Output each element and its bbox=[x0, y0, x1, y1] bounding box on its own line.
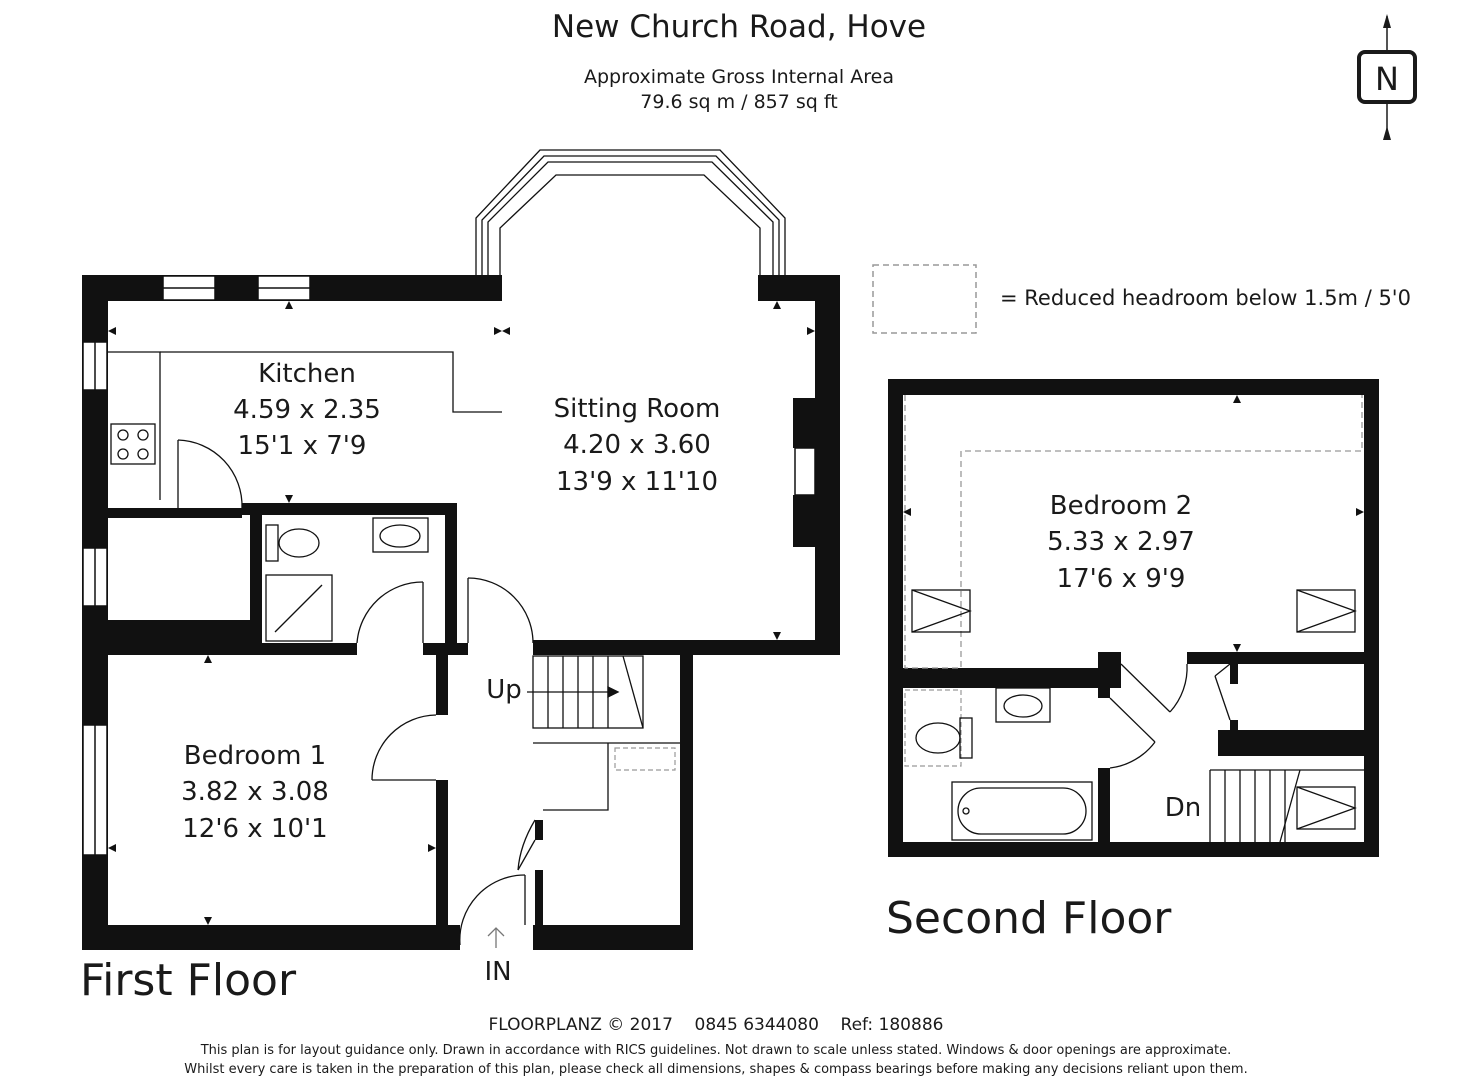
first-floor-plan: Kitchen 4.59 x 2.35 15'1 x 7'9 Sitting R… bbox=[80, 149, 840, 1006]
entrance-label: IN bbox=[484, 957, 511, 987]
kitchen-door bbox=[177, 439, 243, 509]
toilet-icon bbox=[265, 524, 320, 562]
bedroom-2-imperial: 17'6 x 9'9 bbox=[1057, 564, 1186, 594]
area-label: Approximate Gross Internal Area bbox=[584, 66, 894, 88]
second-floor-toilet-icon bbox=[915, 717, 973, 759]
hob-icon bbox=[110, 423, 156, 465]
stairs-up-label: Up bbox=[486, 675, 522, 705]
cupboard-2-door bbox=[1214, 663, 1231, 721]
bathroom-door bbox=[356, 581, 424, 644]
entrance-door bbox=[459, 874, 526, 946]
shower-icon bbox=[265, 574, 333, 642]
second-floor-walls bbox=[888, 379, 1379, 857]
sitting-room-metric: 4.20 x 3.60 bbox=[563, 430, 711, 460]
legend: = Reduced headroom below 1.5m / 5'0 bbox=[872, 264, 1411, 334]
bathroom-headroom-area bbox=[904, 689, 962, 767]
first-floor-windows bbox=[82, 275, 816, 856]
legend-text: = Reduced headroom below 1.5m / 5'0 bbox=[1000, 286, 1411, 310]
entrance-arrow-icon bbox=[487, 927, 505, 948]
second-floor-bathroom-door bbox=[1109, 697, 1156, 769]
footer-credit: FLOORPLANZ © 2017 0845 6344080 Ref: 1808… bbox=[489, 1015, 944, 1035]
cupboard-door bbox=[517, 819, 536, 871]
footer-disclaimer-1: This plan is for layout guidance only. D… bbox=[200, 1043, 1232, 1058]
bedroom-2-metric: 5.33 x 2.97 bbox=[1047, 527, 1195, 557]
second-floor-basin-icon bbox=[995, 687, 1051, 723]
kitchen-name: Kitchen bbox=[258, 359, 356, 389]
second-floor-label: Second Floor bbox=[886, 893, 1172, 944]
second-floor-dimension-markers bbox=[903, 395, 1364, 652]
bedroom-1-name: Bedroom 1 bbox=[184, 741, 326, 771]
bedroom-1-imperial: 12'6 x 10'1 bbox=[182, 814, 327, 844]
plan-title: New Church Road, Hove bbox=[552, 9, 926, 45]
bay-window bbox=[475, 149, 786, 275]
bedroom-2-name: Bedroom 2 bbox=[1050, 491, 1192, 521]
bath-icon bbox=[951, 781, 1093, 841]
area-value: 79.6 sq m / 857 sq ft bbox=[640, 91, 837, 113]
sitting-room-door bbox=[467, 577, 534, 644]
footer-disclaimer-2: Whilst every care is taken in the prepar… bbox=[184, 1062, 1247, 1077]
store-headroom-area bbox=[614, 747, 676, 771]
sitting-room-imperial: 13'9 x 11'10 bbox=[556, 467, 718, 497]
bedroom-2-door bbox=[1120, 663, 1188, 713]
kitchen-imperial: 15'1 x 7'9 bbox=[238, 431, 367, 461]
first-floor-label: First Floor bbox=[80, 955, 297, 1006]
compass-letter: N bbox=[1375, 60, 1399, 98]
north-compass-icon: N bbox=[1357, 14, 1417, 140]
stairs-down-label: Dn bbox=[1165, 793, 1202, 823]
bedroom-1-door bbox=[371, 714, 437, 781]
sitting-room-name: Sitting Room bbox=[554, 394, 721, 424]
kitchen-worktop bbox=[108, 351, 502, 500]
basin-icon bbox=[372, 517, 429, 553]
first-floor-stairs bbox=[527, 655, 680, 811]
second-floor-plan: Bedroom 2 5.33 x 2.97 17'6 x 9'9 Dn Seco… bbox=[886, 379, 1379, 944]
dimension-markers bbox=[108, 301, 815, 925]
bedroom-1-metric: 3.82 x 3.08 bbox=[181, 777, 329, 807]
first-floor-walls bbox=[82, 275, 840, 950]
skylight-icon bbox=[911, 589, 1357, 830]
legend-swatch bbox=[872, 264, 977, 334]
second-floor-stairs bbox=[1209, 769, 1364, 843]
kitchen-metric: 4.59 x 2.35 bbox=[233, 395, 381, 425]
